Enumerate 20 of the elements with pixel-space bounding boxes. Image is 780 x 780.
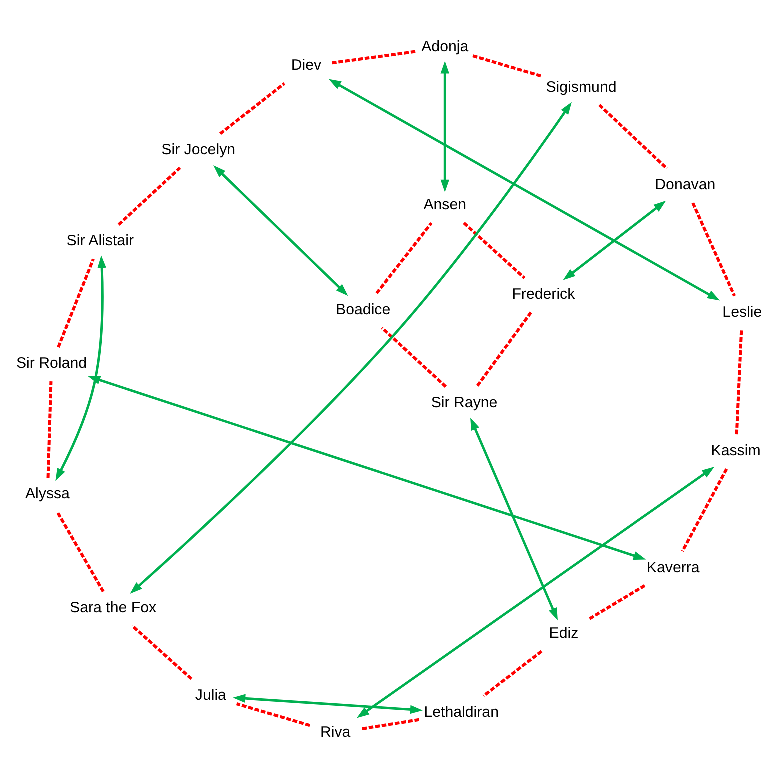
node-text: Kassim xyxy=(711,442,761,460)
node-text: Donavan xyxy=(655,176,716,194)
node-text: Sigismund xyxy=(546,78,617,96)
node-text: Sir Alistair xyxy=(66,232,134,250)
node-text: Sir Jocelyn xyxy=(162,141,236,158)
node-text: Julia xyxy=(195,686,226,704)
node-text: Sir Rayne xyxy=(431,394,498,412)
node-text: Sir Roland xyxy=(16,354,88,372)
node-text: Kaverra xyxy=(646,558,700,576)
node-text: Riva xyxy=(320,723,351,740)
node-text: Frederick xyxy=(512,286,576,303)
node-text: Diev xyxy=(291,56,322,74)
node-text: Alyssa xyxy=(25,485,70,502)
node-text: Ediz xyxy=(549,624,579,642)
node-text: Adonja xyxy=(422,38,469,55)
node-text: Boadice xyxy=(336,300,391,318)
node-text: Lethaldiran xyxy=(424,703,499,720)
node-text: Sara the Fox xyxy=(70,598,157,616)
node-text: Leslie xyxy=(722,304,762,321)
node-text: Ansen xyxy=(424,196,467,214)
